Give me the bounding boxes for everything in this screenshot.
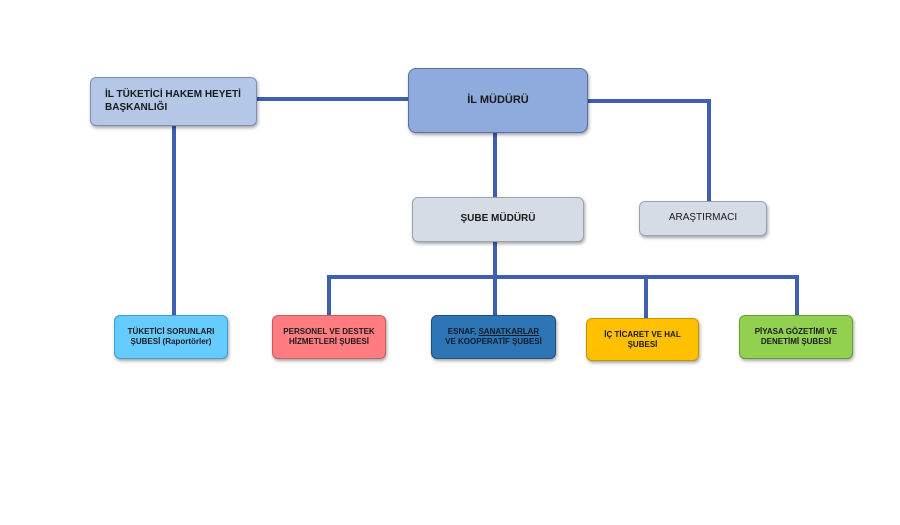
sube-muduru-box: ŞUBE MÜDÜRÜ <box>412 197 584 242</box>
esnaf-sanatkarlar-kooperatif-subesi-label: ESNAF, SANATKARLAR VE KOOPERATİF ŞUBESİ <box>445 327 542 347</box>
il-muduru-box: İL MÜDÜRÜ <box>408 68 588 133</box>
esnaf-label-part2: VE KOOPERATİF ŞUBESİ <box>445 337 542 346</box>
piyasa-gozetimi-denetimi-subesi-label: PİYASA GÖZETİMİ VE DENETİMİ ŞUBESİ <box>754 327 838 346</box>
esnaf-label-sanatkarlar: SANATKARLAR <box>478 327 540 336</box>
arastirmaci-box: ARAŞTIRMACI <box>639 201 767 236</box>
personel-destek-subesi-label: PERSONEL VE DESTEK HİZMETLERİ ŞUBESİ <box>283 327 375 346</box>
tuketici-sorunlari-subesi-box: TÜKETİCİ SORUNLARI ŞUBESİ (Raportörler) <box>114 315 228 359</box>
personel-destek-subesi-box: PERSONEL VE DESTEK HİZMETLERİ ŞUBESİ <box>272 315 386 359</box>
il-tuketici-hakem-heyeti-box: İL TÜKETİCİ HAKEM HEYETİ BAŞKANLIĞI <box>90 77 257 126</box>
il-muduru-label: İL MÜDÜRÜ <box>467 93 529 106</box>
tuketici-sorunlari-subesi-label: TÜKETİCİ SORUNLARI ŞUBESİ (Raportörler) <box>127 327 215 346</box>
il-tuketici-hakem-heyeti-label: İL TÜKETİCİ HAKEM HEYETİ BAŞKANLIĞI <box>105 89 241 113</box>
ic-ticaret-hal-subesi-label: İÇ TİCARET VE HAL ŞUBESİ <box>604 329 681 349</box>
esnaf-sanatkarlar-kooperatif-subesi-box: ESNAF, SANATKARLAR VE KOOPERATİF ŞUBESİ <box>431 315 556 359</box>
connector-mudur-arastirmaci <box>586 99 711 203</box>
arastirmaci-label: ARAŞTIRMACI <box>668 212 738 224</box>
ic-ticaret-hal-subesi-box: İÇ TİCARET VE HAL ŞUBESİ <box>586 318 699 361</box>
esnaf-label-part1: ESNAF, <box>447 327 479 336</box>
sube-muduru-label: ŞUBE MÜDÜRÜ <box>460 213 536 225</box>
piyasa-gozetimi-denetimi-subesi-box: PİYASA GÖZETİMİ VE DENETİMİ ŞUBESİ <box>739 315 853 359</box>
